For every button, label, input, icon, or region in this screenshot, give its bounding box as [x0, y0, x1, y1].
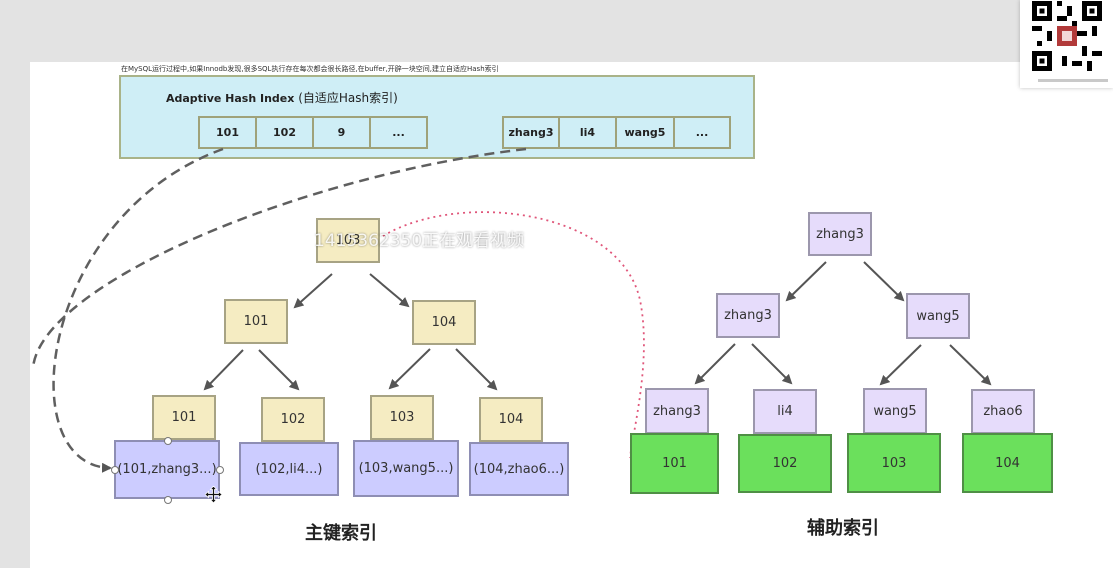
primary-leaf-row-2: (102,li4...) [239, 442, 339, 496]
viewer-watermark: 1415362350正在观看视频 [314, 231, 525, 251]
hash-cell-right-2: li4 [558, 116, 617, 149]
secondary-arrow-zhang3-right [751, 343, 793, 385]
primary-arrow-root-right [369, 273, 410, 308]
qr-code-icon [1032, 1, 1102, 71]
secondary-leaf-key-1: zhang3 [645, 388, 709, 434]
hash-cell-left-1: 101 [198, 116, 257, 149]
selection-handle-top[interactable] [164, 437, 172, 445]
secondary-leaf-id-3: 103 [847, 433, 941, 493]
secondary-level2-node-2: wang5 [906, 293, 970, 339]
secondary-arrow-zhang3-left [694, 343, 736, 385]
qr-code-panel[interactable] [1020, 0, 1113, 88]
hash-cell-left-3: 9 [312, 116, 371, 149]
secondary-leaf-key-4: zhao6 [971, 389, 1035, 434]
primary-arrow-104-right [455, 348, 498, 391]
secondary-leaf-key-2: li4 [753, 389, 817, 434]
primary-leaf-key-1: 101 [152, 395, 216, 440]
secondary-leaf-id-2: 102 [738, 434, 832, 493]
adaptive-hash-index-title: Adaptive Hash Index (自适应Hash索引) [166, 89, 398, 106]
secondary-root-node: zhang3 [808, 212, 872, 256]
primary-leaf-key-3: 103 [370, 395, 434, 440]
primary-arrow-root-left [293, 273, 333, 309]
ahi-title-cn: (自适应Hash索引) [298, 91, 398, 105]
primary-level2-node-1: 101 [224, 299, 288, 344]
hash-cell-left-2: 102 [255, 116, 314, 149]
primary-arrow-104-left [388, 348, 431, 390]
hash-cell-right-4: ... [673, 116, 731, 149]
secondary-leaf-key-3: wang5 [863, 388, 927, 434]
primary-arrow-101-left [203, 349, 244, 391]
primary-root-node: 103 [316, 218, 380, 263]
primary-leaf-key-4: 104 [479, 397, 543, 442]
secondary-leaf-id-4: 104 [962, 433, 1053, 493]
secondary-index-caption: 辅助索引 [807, 518, 879, 539]
secondary-leaf-id-1: 101 [630, 433, 719, 494]
ahi-title-en: Adaptive Hash Index [166, 92, 295, 105]
hash-cell-right-1: zhang3 [502, 116, 560, 149]
secondary-arrow-root-left [785, 261, 827, 302]
primary-leaf-row-4: (104,zhao6...) [469, 442, 569, 496]
hash-cell-right-3: wang5 [615, 116, 675, 149]
secondary-arrow-wang5-right [949, 344, 992, 386]
primary-leaf-key-2: 102 [261, 397, 325, 442]
selection-handle-left[interactable] [111, 466, 119, 474]
hash-cell-left-4: ... [369, 116, 428, 149]
secondary-arrow-root-right [863, 261, 905, 302]
primary-arrow-101-right [258, 349, 300, 391]
selection-handle-right[interactable] [216, 466, 224, 474]
qr-caption-bar [1038, 79, 1108, 82]
primary-leaf-row-1[interactable]: (101,zhang3...) [114, 440, 220, 499]
selection-handle-bottom[interactable] [164, 496, 172, 504]
primary-index-caption: 主键索引 [305, 523, 377, 544]
primary-level2-node-2: 104 [412, 300, 476, 345]
explanation-note: 在MySQL运行过程中,如果Innodb发现,很多SQL执行存在每次都会很长路径… [121, 65, 499, 73]
move-cursor-icon [205, 486, 222, 503]
secondary-level2-node-1: zhang3 [716, 293, 780, 338]
primary-leaf-row-3: (103,wang5...) [353, 440, 459, 497]
hash-link-secondary-key [31, 147, 527, 369]
secondary-arrow-wang5-left [879, 344, 922, 386]
